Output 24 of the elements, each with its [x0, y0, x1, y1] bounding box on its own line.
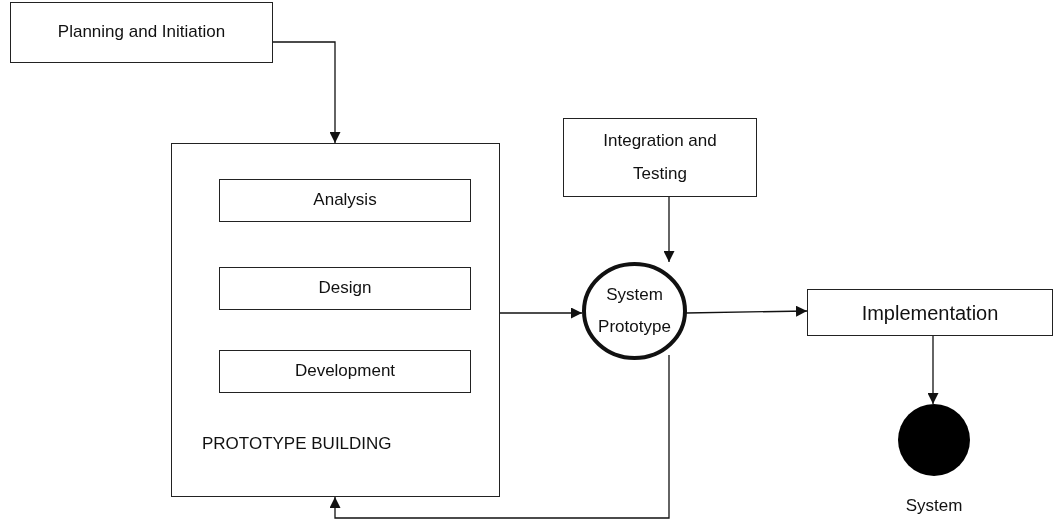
process-box: [10, 2, 273, 63]
node-label: Implementation: [861, 300, 999, 326]
arrow: [499, 307, 583, 319]
process-box: [807, 289, 1053, 336]
process-box: [219, 179, 471, 222]
ellipse-node: [582, 262, 687, 360]
node-label: System Prototype: [597, 283, 672, 338]
arrow: [272, 41, 341, 144]
arrow: [663, 196, 675, 263]
filled-circle: [898, 404, 970, 476]
group-label: PROTOTYPE BUILDING: [202, 432, 392, 455]
group-box: [171, 143, 500, 497]
node-label: Integration and Testing: [602, 130, 718, 185]
arrow: [685, 305, 808, 317]
node-label: Planning and Initiation: [57, 21, 226, 44]
node-caption: System: [905, 496, 963, 516]
arrow: [329, 354, 670, 519]
process-box: [563, 118, 757, 197]
node-label: Development: [294, 360, 396, 383]
arrow: [927, 335, 939, 405]
node-label: Analysis: [313, 189, 377, 212]
process-box: [219, 267, 471, 310]
node-label: Design: [318, 277, 372, 300]
process-box: [219, 350, 471, 393]
